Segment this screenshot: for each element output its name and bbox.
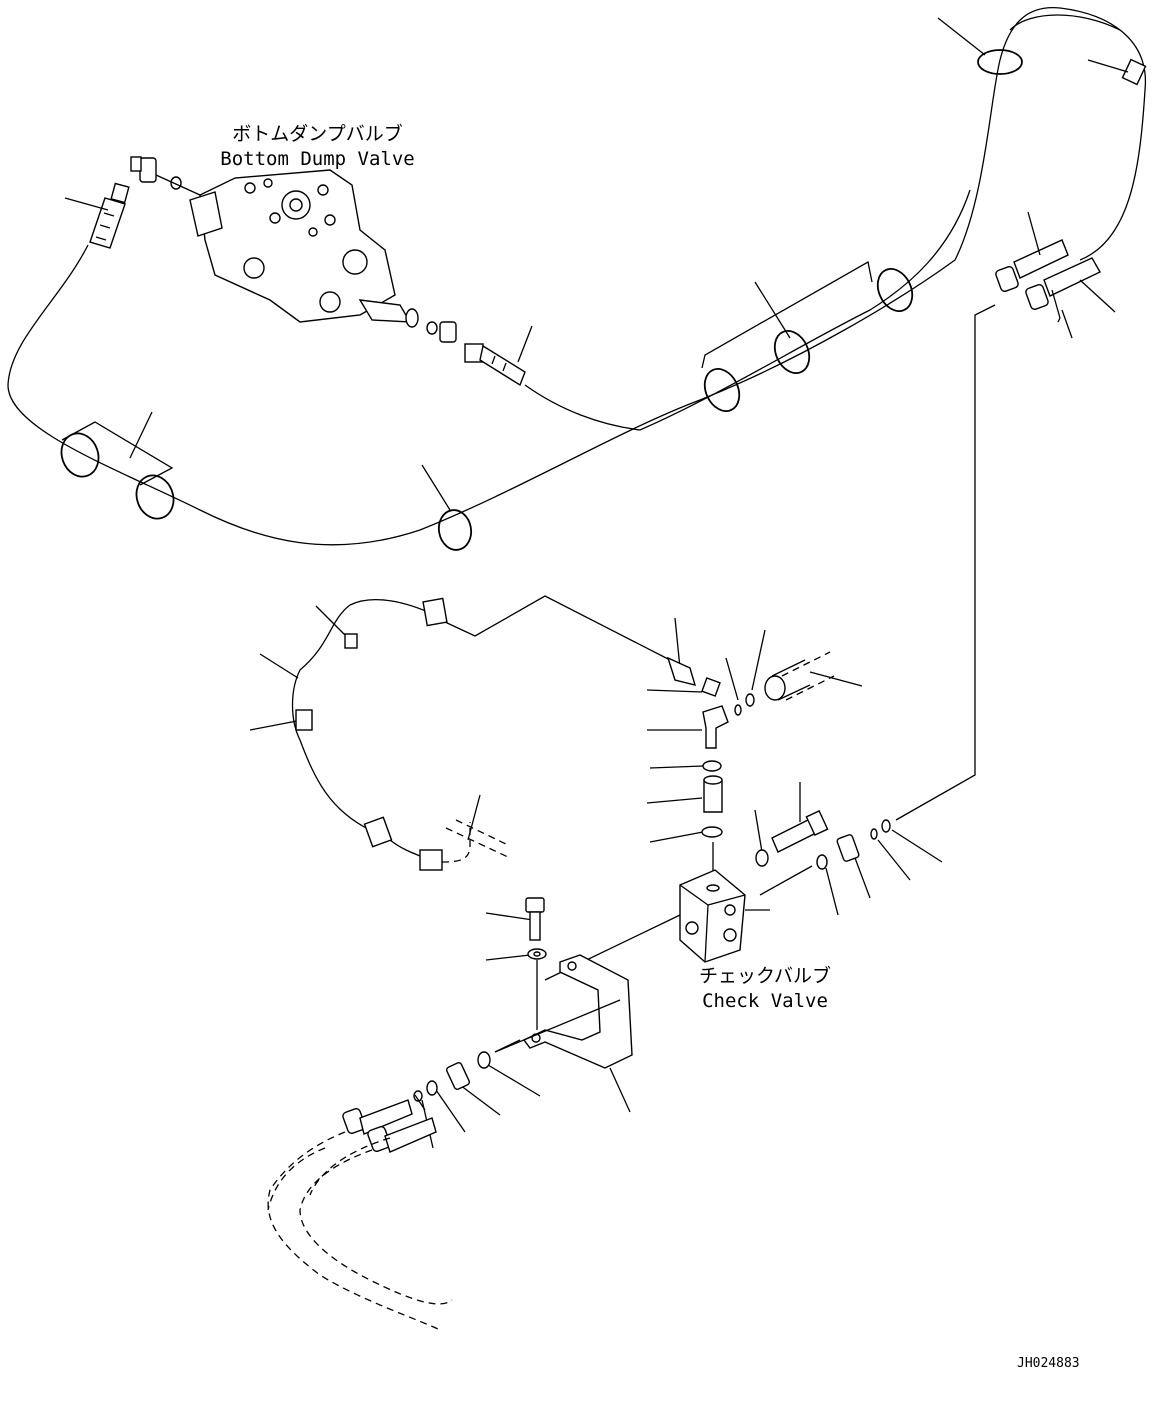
bolt-check-valve	[755, 810, 829, 867]
sleeve-right	[701, 260, 873, 369]
hose-line-upper	[639, 189, 971, 431]
lower-hoses	[267, 1094, 453, 1331]
wiring-harness	[291, 595, 671, 871]
elbow-fitting-top	[130, 156, 201, 196]
check-valve-left-fittings	[413, 1051, 491, 1102]
sensor-stack	[666, 656, 755, 895]
bottom-dump-valve	[189, 169, 419, 328]
check-valve	[544, 865, 813, 981]
sleeve-left	[61, 421, 174, 486]
bottom-dump-valve-label-jp: ボトムダンプバルブ	[232, 123, 403, 145]
valve-outlet-fittings	[426, 321, 526, 387]
hose-end-middle-right	[764, 651, 835, 701]
leader-lines	[64, 17, 1129, 1149]
hose-ends-top-right	[995, 239, 1101, 323]
hose-line-main	[7, 59, 1001, 546]
bottom-dump-valve-label-en: Bottom Dump Valve	[220, 148, 415, 170]
clamps	[60, 49, 1147, 551]
check-valve-label-jp: チェックバルブ	[698, 965, 832, 987]
hose-end-left	[89, 182, 130, 249]
check-valve-label-en: Check Valve	[702, 990, 828, 1012]
check-valve-right-fittings	[816, 304, 996, 870]
hose-line-valve	[524, 384, 641, 431]
bracket	[494, 954, 633, 1069]
bracket-bolt	[525, 897, 547, 1030]
drawing-code: JH024883	[1017, 1356, 1080, 1371]
